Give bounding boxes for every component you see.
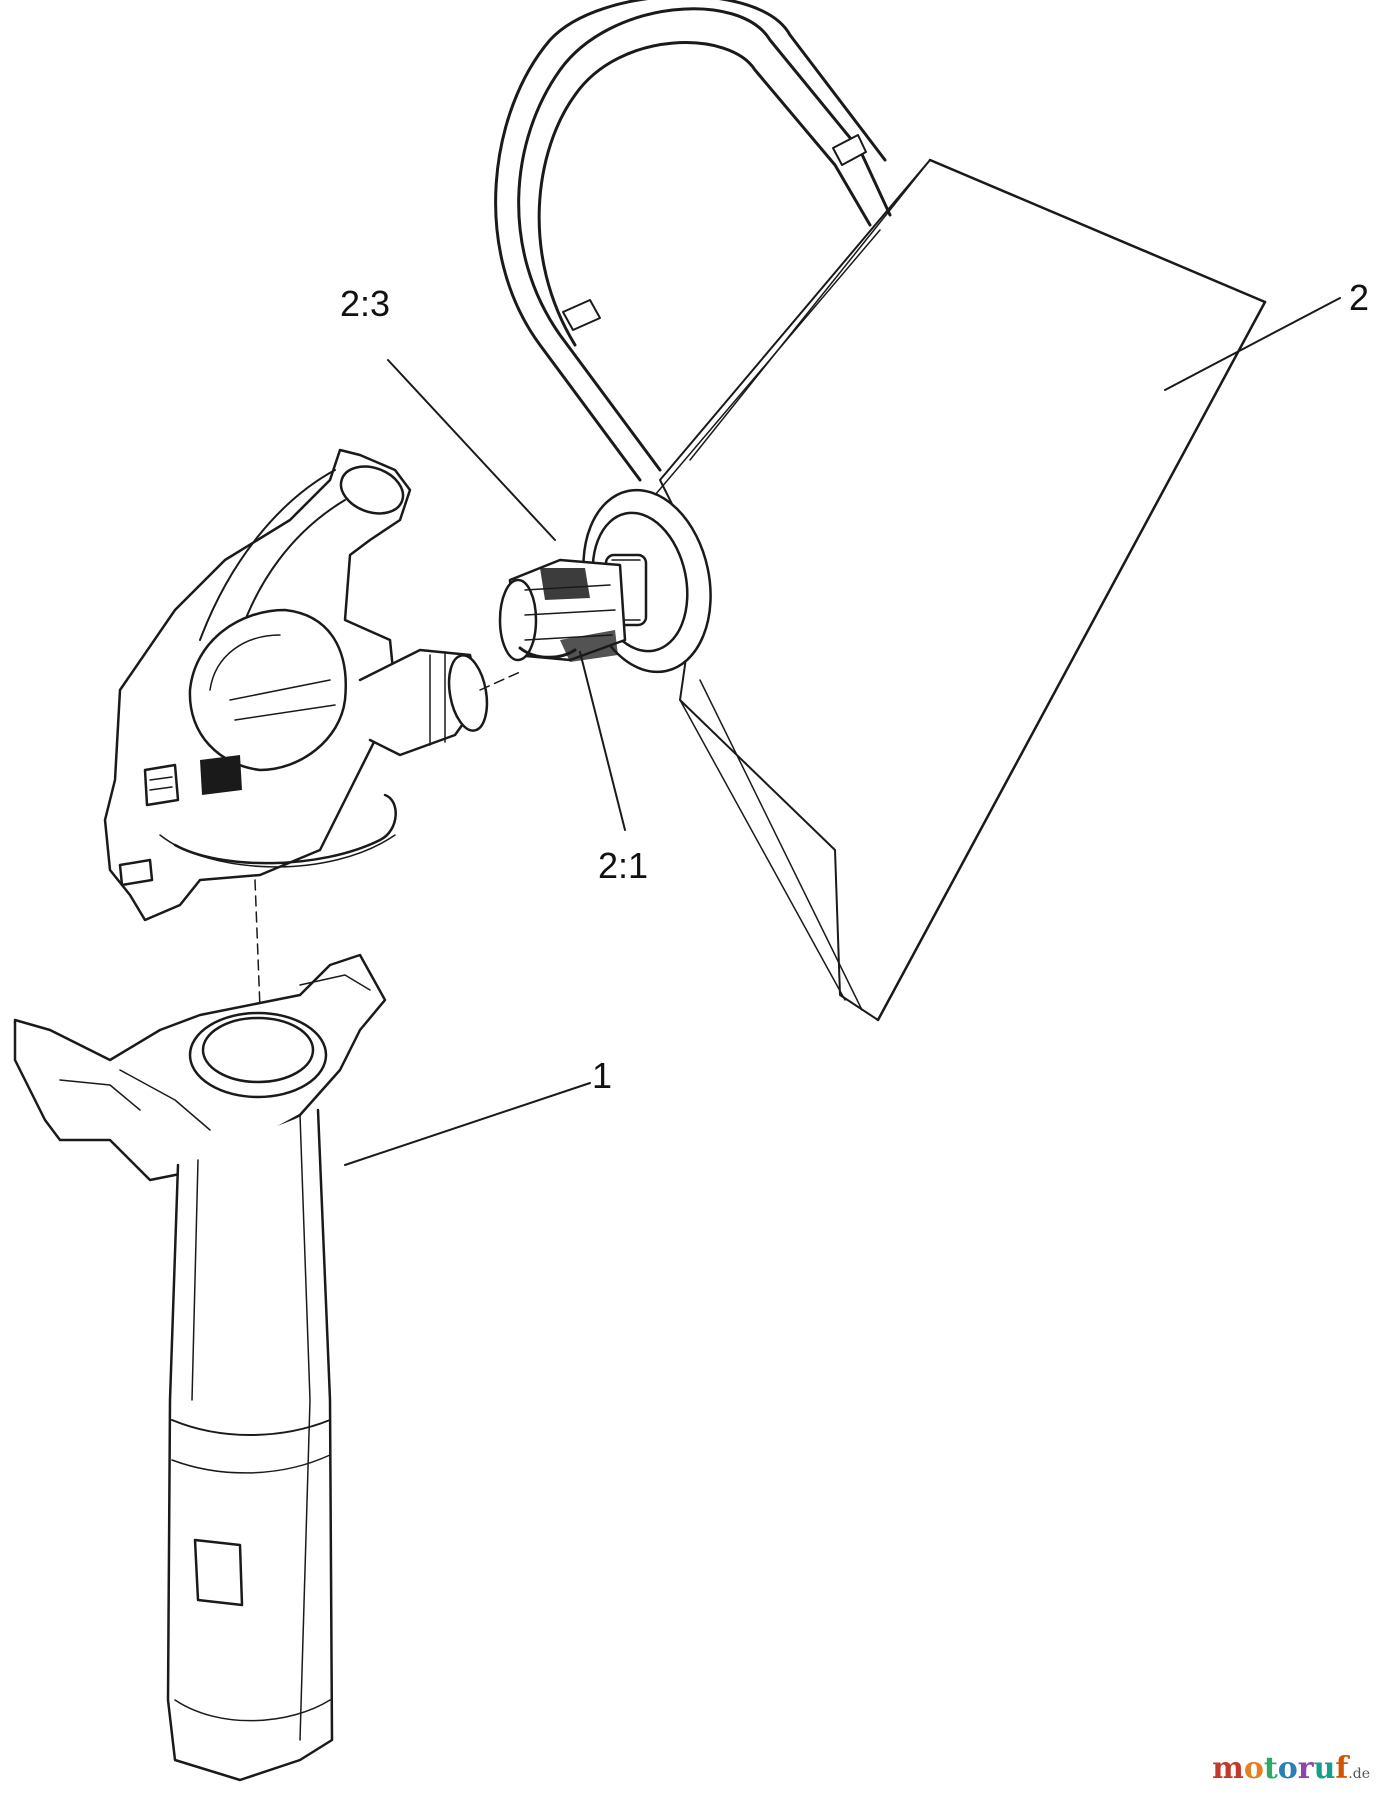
- blower-housing: [103, 448, 489, 922]
- callout-part-2: 2: [1349, 277, 1370, 318]
- watermark-tld: .de: [1348, 1766, 1370, 1782]
- watermark-text: motoruf: [1212, 1751, 1349, 1786]
- leader-line-2: [1164, 297, 1341, 391]
- callout-part-1: 1: [592, 1055, 613, 1096]
- callout-part-2-3: 2:3: [340, 283, 391, 324]
- leader-lines: [344, 297, 1341, 1166]
- bag-frame: [494, 0, 892, 482]
- callout-part-2-1: 2:1: [598, 845, 649, 886]
- lower-tube: [13, 953, 387, 1782]
- leader-line-1: [344, 1082, 591, 1166]
- leader-line-2-1: [579, 651, 626, 831]
- watermark-logo: motoruf.de: [1212, 1751, 1370, 1786]
- bag-connector: [498, 558, 627, 662]
- leader-line-2-3: [387, 359, 556, 541]
- collection-bag: [654, 158, 1267, 1022]
